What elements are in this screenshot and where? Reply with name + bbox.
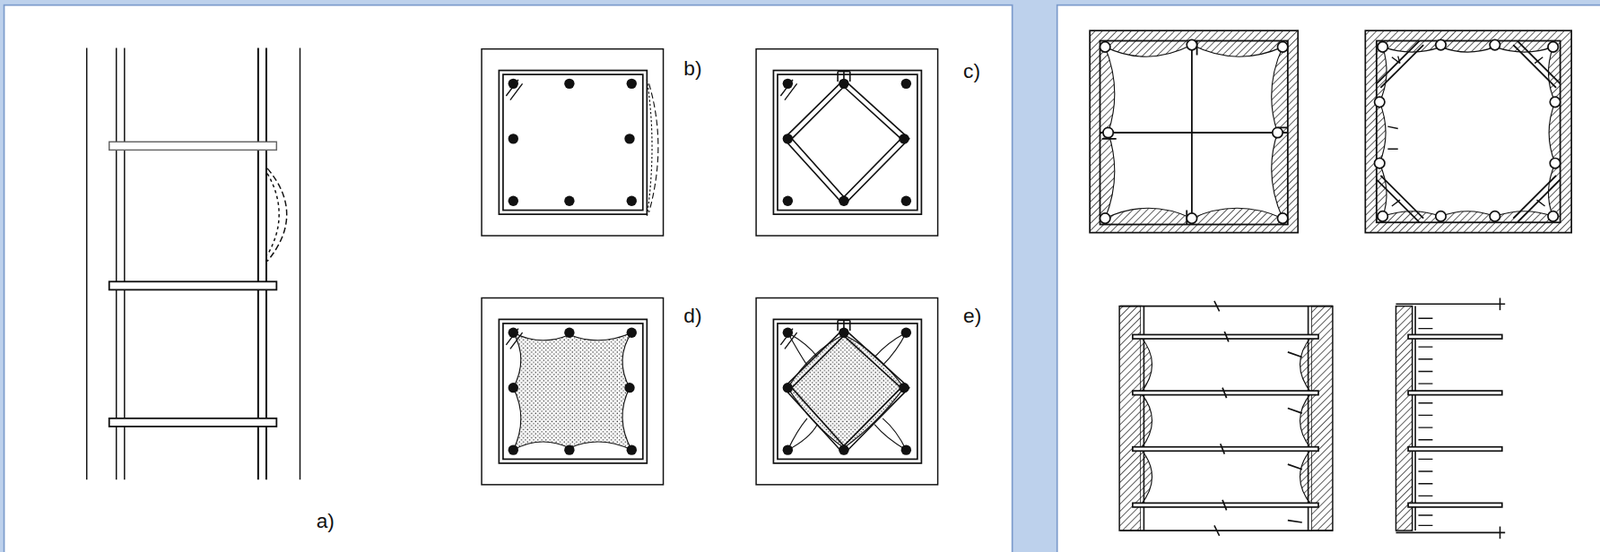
callout-letter: b) bbox=[683, 58, 702, 79]
callout-letter: a) bbox=[316, 510, 335, 531]
callout-letter: e) bbox=[963, 304, 982, 326]
callout-letter: c) bbox=[963, 60, 981, 81]
callout-letter: d) bbox=[683, 304, 702, 326]
